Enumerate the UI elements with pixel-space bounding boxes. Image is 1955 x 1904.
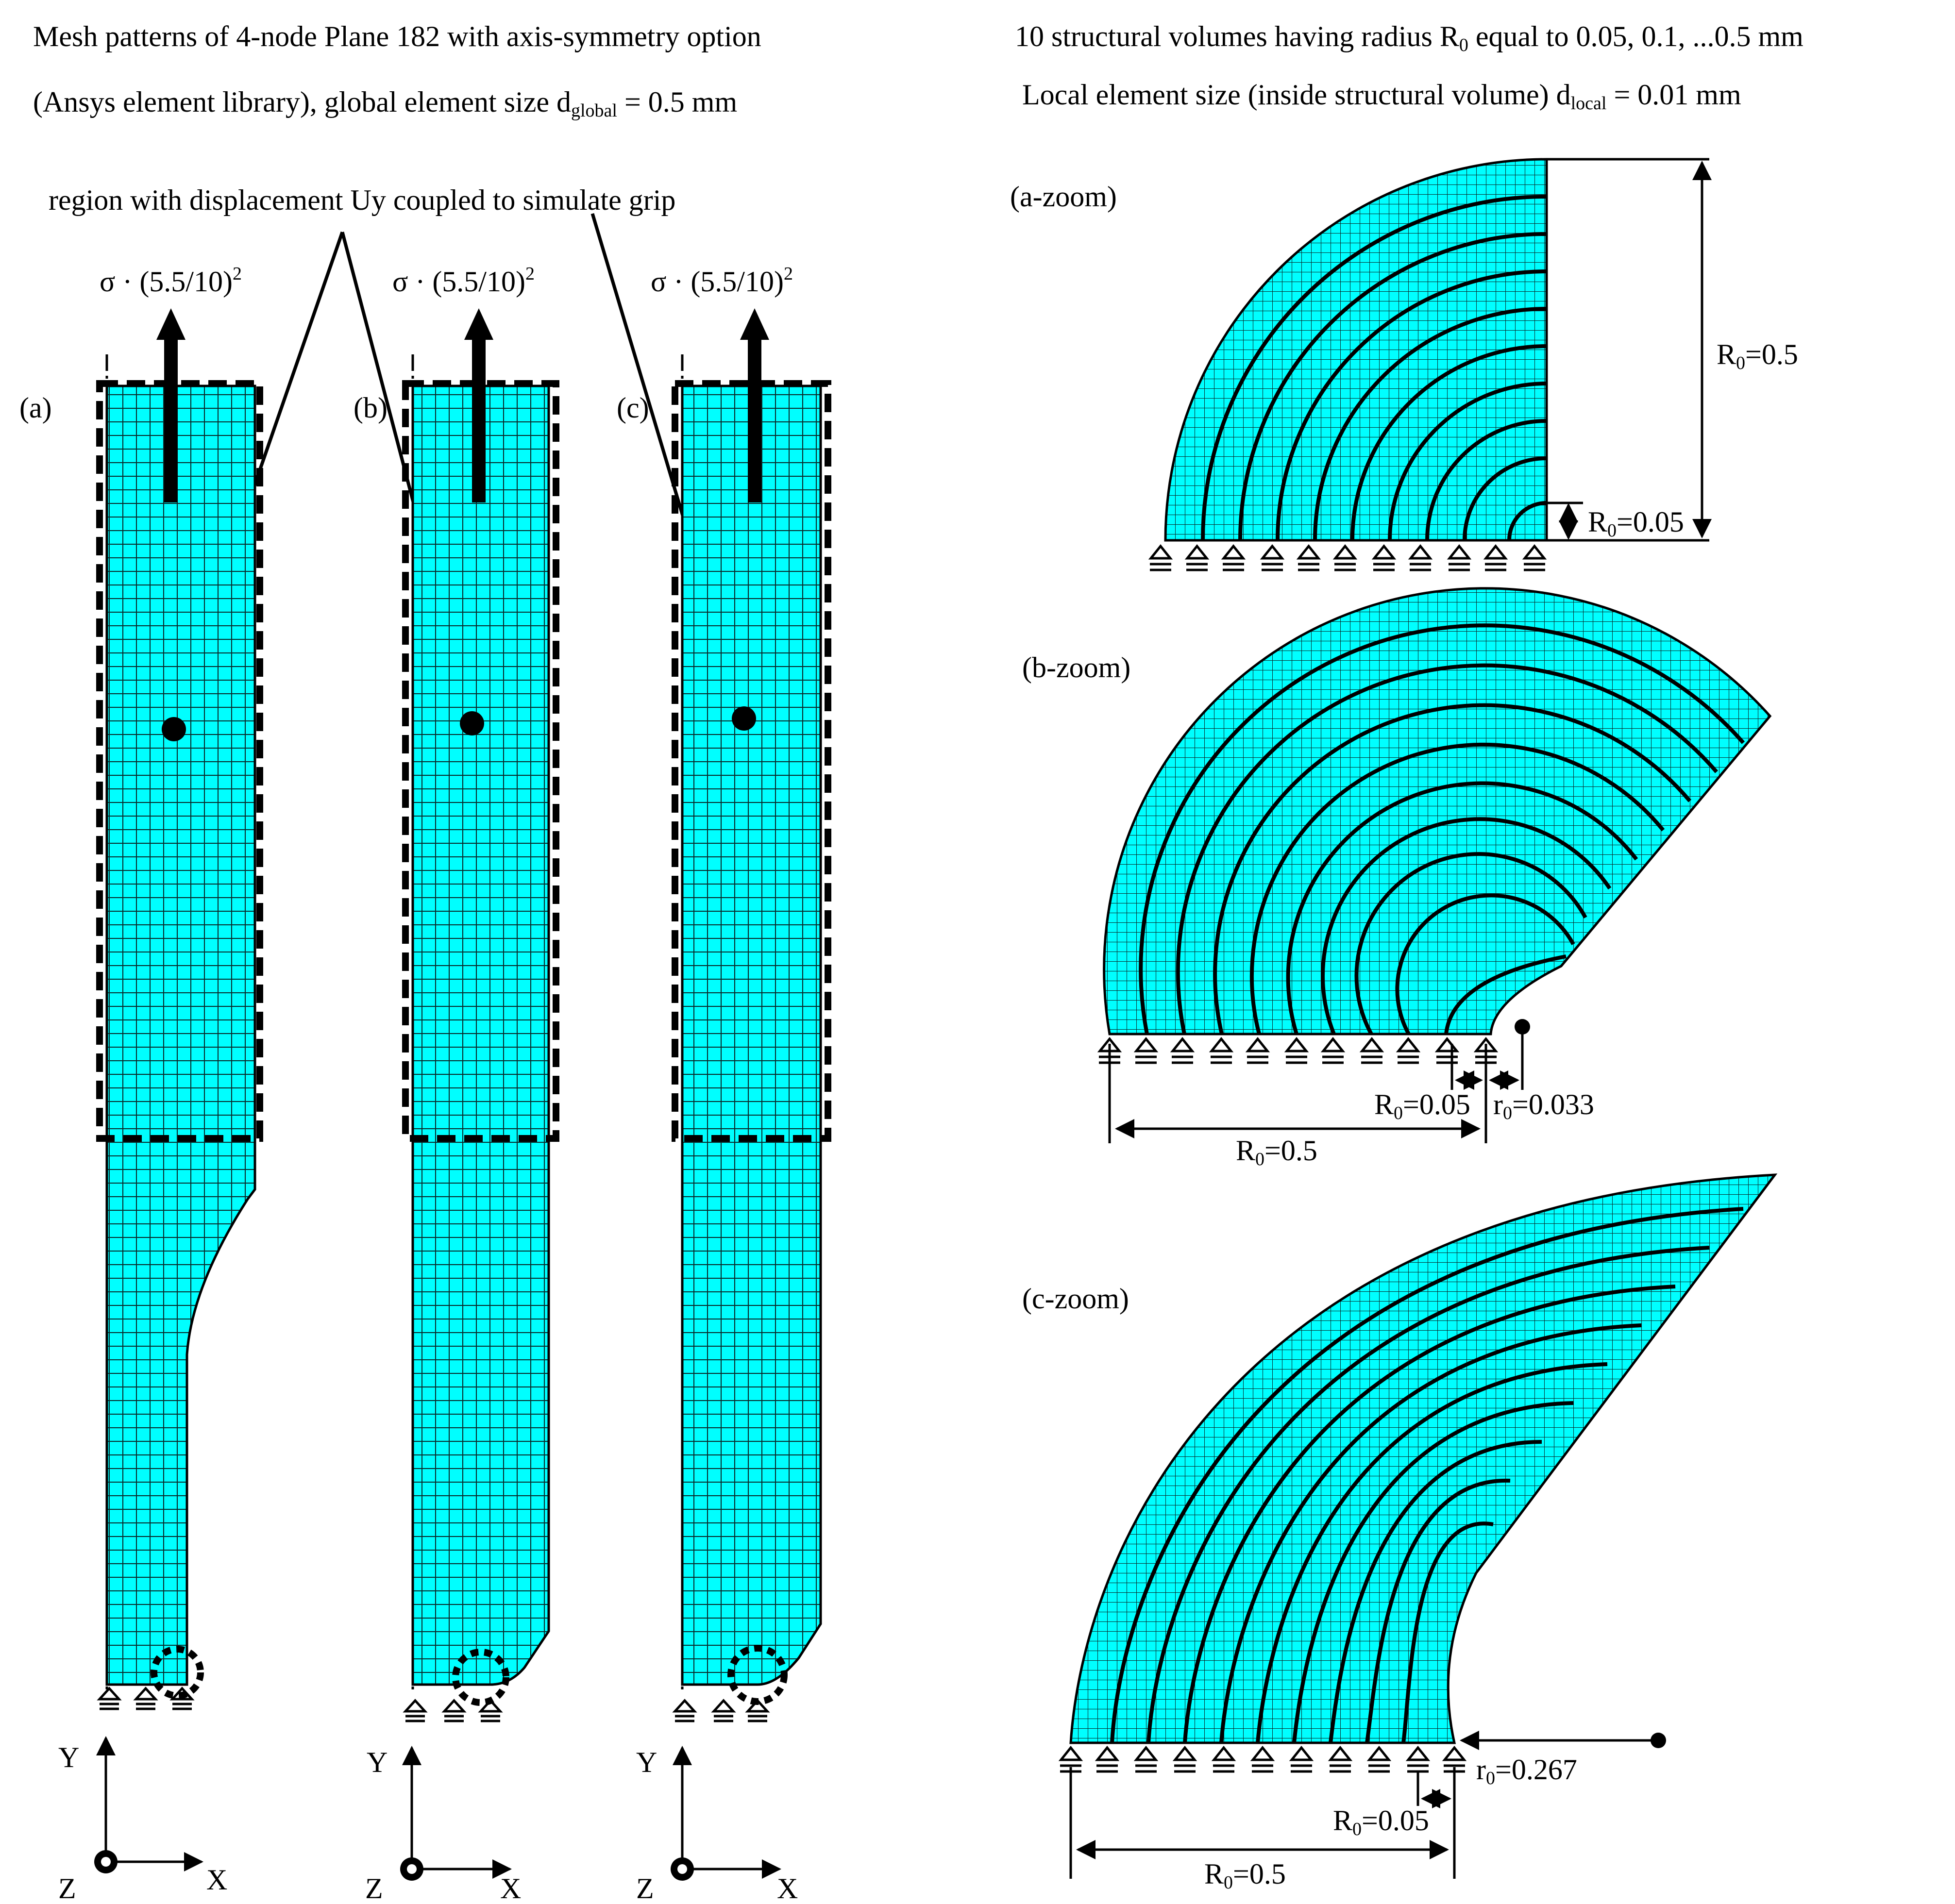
specimen-b: σ · (5.5/10)2 (b) Y X Z: [354, 264, 559, 1904]
load-arrow-a-head: [156, 308, 185, 340]
zoom-b-volume-arcs: [1139, 623, 1745, 1035]
specimen-c-grip-point: [732, 706, 756, 731]
header-right-line2: Local element size (inside structural vo…: [1022, 79, 1741, 114]
zoom-b: (b-zoom): [1022, 587, 1772, 1169]
axis-triad-c: [673, 1746, 781, 1879]
specimen-b-grip-box: [402, 380, 559, 1142]
zoom-b-notch-center: [1515, 1019, 1530, 1035]
zoom-b-r: r0=0.033: [1493, 1088, 1594, 1123]
axis-y-label-a: Y: [58, 1741, 79, 1773]
zoom-c-r: r0=0.267: [1476, 1754, 1577, 1788]
zoom-c-label: (c-zoom): [1022, 1283, 1129, 1315]
zoom-b-dimensions: [1108, 1034, 1524, 1143]
load-label-b: σ · (5.5/10)2: [392, 264, 535, 298]
axis-z-label-b: Z: [365, 1872, 383, 1904]
specimen-a-mesh: [105, 384, 256, 1686]
load-label-c: σ · (5.5/10)2: [651, 264, 793, 298]
zoom-c-dimensions: [1069, 1731, 1651, 1879]
support-triangles-a: [97, 1687, 195, 1710]
zoom-b-R-inner: R0=0.05: [1374, 1088, 1470, 1123]
axis-z-label-a: Z: [58, 1872, 76, 1904]
zoom-b-mesh: [1103, 587, 1772, 1036]
specimen-c: σ · (5.5/10)2 (c) Y X Z: [617, 264, 831, 1904]
zoom-c-volume-arcs: [1110, 1207, 1744, 1743]
load-arrow-b-head: [464, 308, 493, 340]
specimen-a-grip-point: [162, 717, 186, 741]
zoom-a-label: (a-zoom): [1010, 181, 1117, 213]
load-arrow-c-shaft: [748, 335, 761, 502]
header-left-line1: Mesh patterns of 4-node Plane 182 with a…: [33, 20, 761, 52]
specimen-a: σ · (5.5/10)2 (a) Y X Z: [19, 264, 263, 1904]
zoom-a-R-inner: R0=0.05: [1588, 506, 1684, 541]
zoom-a-supports: [1148, 544, 1547, 571]
zoom-c-mesh: [1069, 1173, 1778, 1744]
load-label-a: σ · (5.5/10)2: [100, 264, 242, 298]
support-triangles-b: [403, 1699, 503, 1722]
load-arrow-b-shaft: [472, 335, 486, 502]
specimen-b-mesh: [411, 384, 550, 1686]
axis-triad-a: [96, 1736, 203, 1871]
zoom-c: (c-zoom): [1022, 1173, 1778, 1893]
axis-z-label-c: Z: [636, 1872, 654, 1904]
support-triangles-c: [672, 1699, 770, 1722]
zoom-b-supports: [1097, 1036, 1499, 1064]
zoom-c-supports: [1058, 1745, 1467, 1773]
specimen-c-grip-box: [672, 380, 831, 1142]
zoom-a-volume-arcs: [1201, 195, 1547, 541]
specimen-c-mesh: [681, 384, 822, 1686]
zoom-a-dimensions: [1547, 158, 1712, 542]
axis-x-label-a: X: [206, 1864, 227, 1896]
specimen-b-label: (b): [354, 392, 388, 424]
specimen-a-grip-box: [96, 380, 263, 1142]
zoom-c-R-inner: R0=0.05: [1333, 1804, 1429, 1839]
load-arrow-c-head: [740, 308, 769, 340]
zoom-a: (a-zoom): [1010, 158, 1798, 571]
axis-x-label-b: X: [500, 1872, 521, 1904]
axis-x-label-c: X: [777, 1872, 798, 1904]
specimen-b-notch-zone: [452, 1649, 509, 1706]
axis-y-label-c: Y: [636, 1746, 657, 1778]
zoom-b-R-outer: R0=0.5: [1236, 1135, 1317, 1169]
zoom-c-R-outer: R0=0.5: [1204, 1858, 1286, 1893]
specimen-a-label: (a): [19, 392, 52, 424]
specimen-a-notch-zone: [151, 1646, 204, 1699]
zoom-b-label: (b-zoom): [1022, 651, 1130, 684]
header-right-line1: 10 structural volumes having radius R0 e…: [1015, 20, 1803, 55]
axis-y-label-b: Y: [367, 1746, 388, 1778]
zoom-c-notch-center: [1651, 1733, 1666, 1748]
load-arrow-a-shaft: [164, 335, 178, 502]
grip-callout-text: region with displacement Uy coupled to s…: [49, 184, 675, 216]
specimen-b-grip-point: [460, 711, 484, 735]
specimen-c-label: (c): [617, 392, 649, 424]
header-left-line2: (Ansys element library), global element …: [33, 86, 737, 121]
axis-triad-b: [402, 1746, 512, 1879]
zoom-a-R-outer: R0=0.5: [1717, 338, 1798, 373]
